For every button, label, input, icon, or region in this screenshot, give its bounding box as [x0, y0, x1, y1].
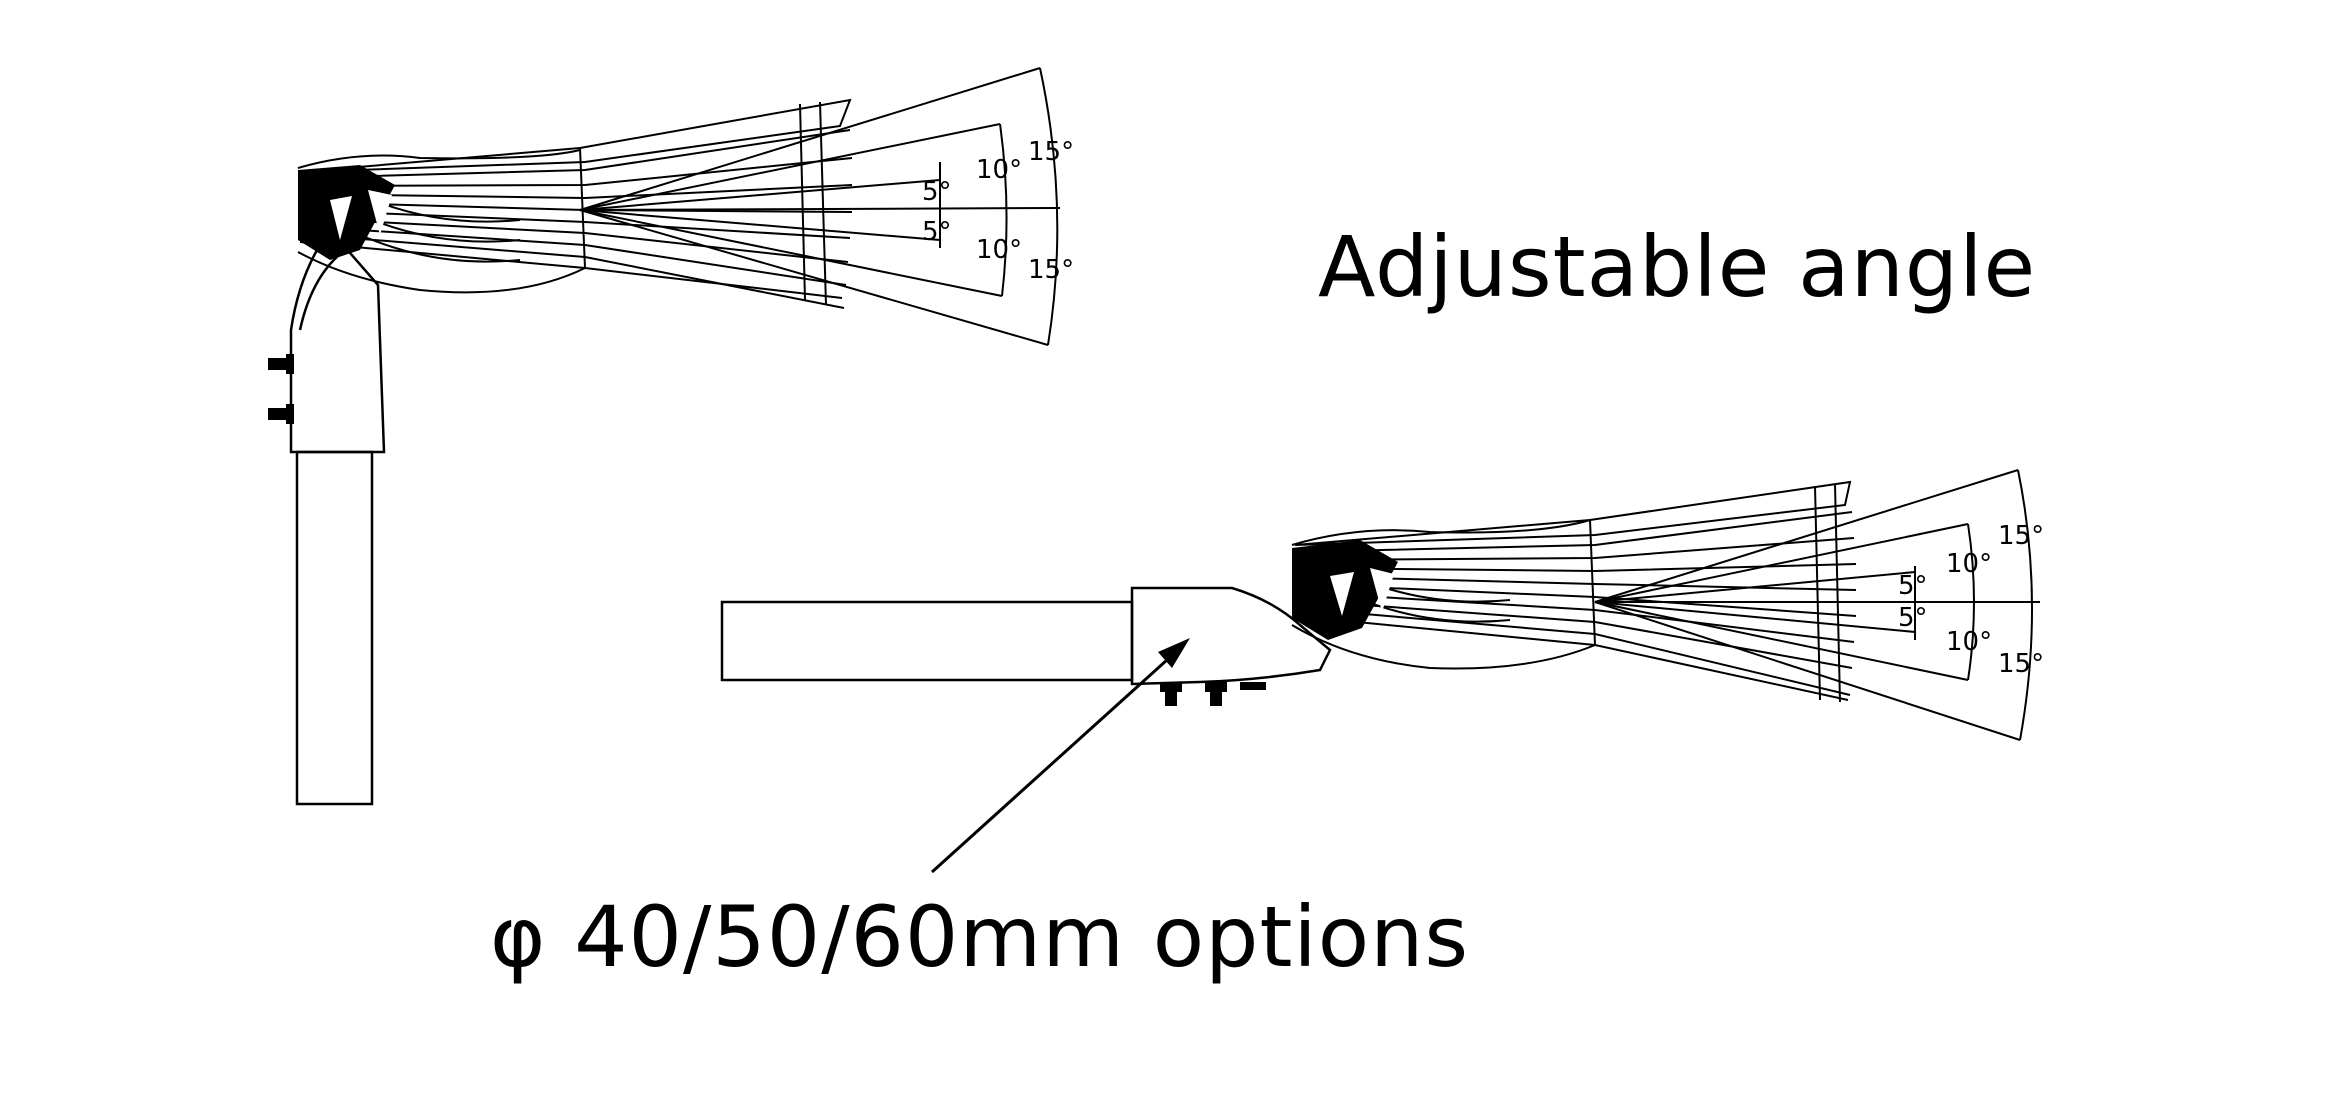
- angle-label-10-upper: 10°: [976, 155, 1022, 185]
- vertical-angle-labels: 15° 10° 5° 5° 10° 15°: [922, 137, 1074, 285]
- angle-label-5-upper: 5°: [922, 177, 952, 207]
- vertical-bolts: [268, 354, 294, 424]
- vertical-mount-fixture: 15° 10° 5° 5° 10° 15°: [268, 67, 1074, 806]
- mount-diameter-options-label: φ 40/50/60mm options: [490, 888, 1470, 986]
- adjustable-angle-title: Adjustable angle: [1318, 218, 2037, 316]
- vertical-pole: [295, 450, 374, 806]
- angle-label-10-lower: 10°: [976, 235, 1022, 265]
- angle-label-10-lower: 10°: [1946, 627, 1992, 657]
- horizontal-lamp-core: [1292, 540, 1398, 640]
- horizontal-adapter: [1130, 586, 1332, 686]
- angle-label-5-upper: 5°: [1898, 571, 1928, 601]
- horizontal-angle-labels: 15° 10° 5° 5° 10° 15°: [1898, 521, 2044, 679]
- angle-label-15-upper: 15°: [1028, 137, 1074, 167]
- angle-label-15-upper: 15°: [1998, 521, 2044, 551]
- angle-label-15-lower: 15°: [1998, 649, 2044, 679]
- horizontal-arm: [720, 600, 1134, 682]
- angle-label-5-lower: 5°: [1898, 603, 1928, 633]
- horizontal-mount-fixture: 15° 10° 5° 5° 10° 15°: [720, 469, 2044, 741]
- angle-label-5-lower: 5°: [922, 217, 952, 247]
- angle-label-15-lower: 15°: [1028, 255, 1074, 285]
- horizontal-lamp-head: [1291, 480, 1857, 703]
- vertical-lamp-core: [298, 165, 395, 260]
- angle-label-10-upper: 10°: [1946, 549, 1992, 579]
- options-arrow: [930, 638, 1190, 874]
- vertical-adapter: [289, 228, 386, 454]
- vertical-angle-guides: [579, 67, 1061, 346]
- horizontal-angle-guides: [1594, 469, 2040, 741]
- horizontal-bolts: [1160, 682, 1266, 706]
